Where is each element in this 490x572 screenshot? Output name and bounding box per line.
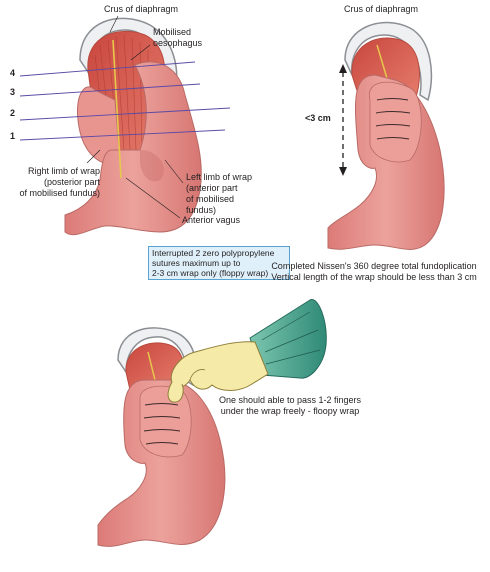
wrap-sutures-3 (143, 403, 181, 445)
wrap-height-label: <3 cm (305, 113, 331, 123)
suture-note-box: Interrupted 2 zero polypropylene sutures… (148, 246, 290, 280)
anterior-vagus-nerve (112, 39, 122, 179)
left-limb-label-line3: of mobilised (186, 194, 235, 204)
right-limb-label-line3: of mobilised fundus) (19, 188, 100, 198)
panel3-caption-line1: One should able to pass 1-2 fingers (218, 395, 362, 405)
suture-note-line3: 2-3 cm wrap only (floppy wrap) (152, 268, 269, 278)
panel3-caption-line2: under the wrap freely - floopy wrap (220, 406, 360, 416)
wrap-sutures-2 (375, 98, 411, 140)
anterior-vagus-label: Anterior vagus (182, 215, 241, 225)
left-limb-label-line4: fundus) (186, 205, 217, 215)
stomach-body (64, 61, 202, 236)
right-limb-label-line2: (posterior part (43, 177, 100, 187)
glove-cuff (249, 299, 327, 379)
panel-2-illustration (327, 21, 445, 250)
panel-3-illustration (97, 299, 327, 547)
panel1-mobilised-label-line2: oesophagus (153, 38, 203, 48)
suture-guide-lines (19, 61, 231, 141)
left-limb-label-line1: Left limb of wrap (186, 172, 253, 182)
diaphragm-crus-2 (344, 21, 433, 102)
panel1-crus-label: Crus of diaphragm (104, 4, 179, 14)
suture-number-3: 3 (10, 87, 16, 97)
right-limb-label-line1: Right limb of wrap (27, 166, 100, 176)
panel2-caption-line2: Vertical length of the wrap should be le… (271, 272, 477, 282)
suture-number-1: 1 (10, 131, 16, 141)
panel-1-illustration (19, 15, 231, 236)
suture-note-line1: Interrupted 2 zero polypropylene (152, 248, 275, 258)
stomach-body-3 (97, 379, 226, 547)
left-limb-label-line2: (anterior part (186, 183, 238, 193)
suture-note-line2: sutures maximum up to (152, 258, 241, 268)
suture-number-2: 2 (10, 108, 16, 118)
panel1-mobilised-label-line1: Mobilised (153, 27, 192, 37)
panel2-crus-label: Crus of diaphragm (344, 4, 419, 14)
suture-number-4: 4 (10, 68, 16, 78)
panel2-caption-line1: Completed Nissen's 360 degree total fund… (271, 261, 477, 271)
